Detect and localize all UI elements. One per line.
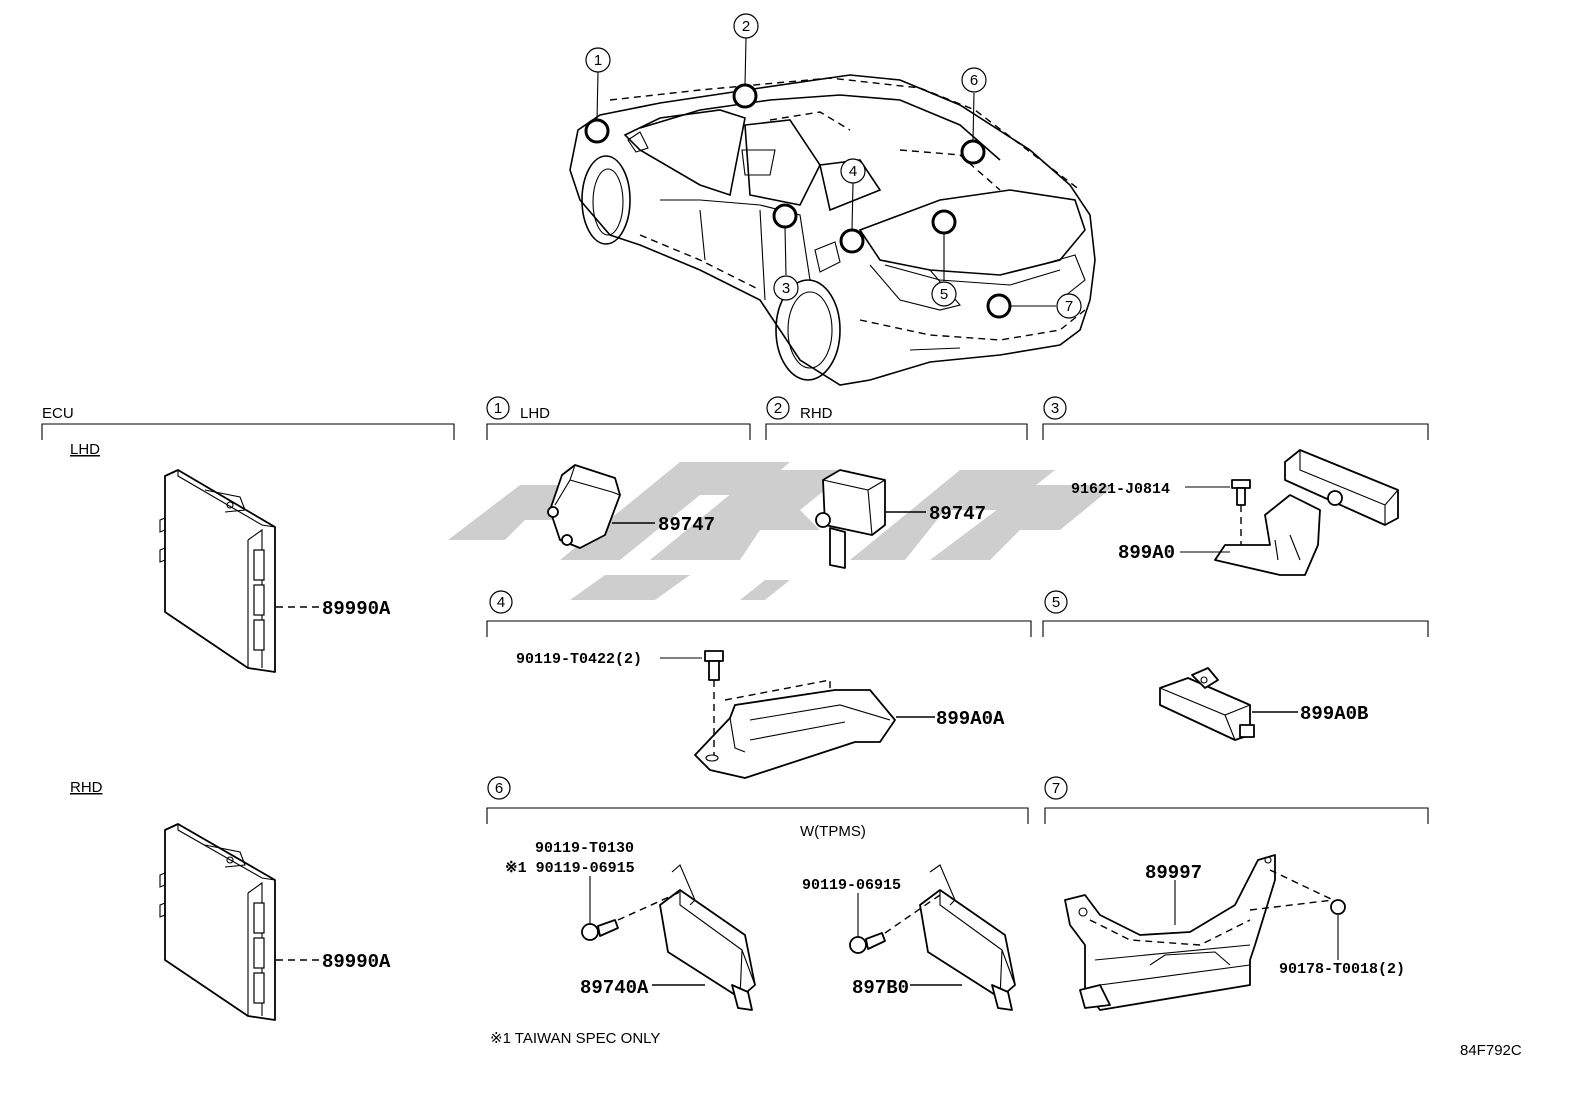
section-5-part — [1159, 667, 1255, 741]
car-callouts: 1 2 3 4 5 6 7 — [584, 13, 1082, 319]
section-6-part-b — [849, 864, 1016, 1011]
section-7-part-number: 89997 — [1145, 862, 1202, 884]
section-2-title: RHD — [800, 405, 833, 422]
section-1-number: 1 — [494, 400, 502, 417]
section-1-part — [547, 464, 621, 549]
car-callout-6: 6 — [970, 72, 978, 89]
section-5-part-number: 899A0B — [1300, 703, 1368, 725]
car-callout-5: 5 — [940, 286, 948, 303]
ecu-lhd-part — [159, 469, 276, 673]
ecu-rhd-label: RHD — [70, 779, 103, 796]
section-4-number: 4 — [497, 594, 505, 611]
section-6-bolt-a-number: 90119-T0130 — [535, 840, 634, 857]
section-6-subtitle: W(TPMS) — [800, 823, 866, 840]
section-3-bracket-number: 899A0 — [1118, 542, 1175, 564]
ecu-rhd-part — [159, 823, 276, 1021]
ecu-lhd-part-number: 89990A — [322, 598, 391, 620]
section-ecu-title: ECU — [42, 405, 74, 422]
car-callout-2: 2 — [742, 18, 750, 35]
section-brackets — [41, 423, 1429, 824]
section-4-part — [694, 650, 896, 779]
section-6-bolt-c-number: 90119-06915 — [802, 877, 901, 894]
watermark-logo — [448, 462, 1115, 600]
car-callout-7: 7 — [1065, 298, 1073, 315]
section-1-part-number: 89747 — [658, 514, 715, 536]
section-6-part-b-number: 897B0 — [852, 977, 909, 999]
section-3-bolt-number: 91621-J0814 — [1071, 481, 1170, 498]
section-2-part — [815, 469, 886, 569]
car-callout-3: 3 — [782, 280, 790, 297]
vehicle-illustration — [569, 74, 1096, 386]
section-6-bolt-b-number: ※1 90119-06915 — [505, 860, 635, 877]
section-7-bolt-number: 90178-T0018(2) — [1279, 961, 1405, 978]
section-3-part — [1214, 449, 1399, 576]
car-callout-1: 1 — [594, 52, 602, 69]
diagram-code: 84F792C — [1460, 1042, 1522, 1059]
section-1-title: LHD — [520, 405, 550, 422]
section-6-number: 6 — [495, 780, 503, 797]
ecu-lhd-label: LHD — [70, 441, 100, 458]
section-5-number: 5 — [1052, 594, 1060, 611]
section-2-number: 2 — [774, 400, 782, 417]
section-7-number: 7 — [1052, 780, 1060, 797]
section-7-part — [1064, 854, 1346, 1011]
ecu-rhd-part-number: 89990A — [322, 951, 391, 973]
section-6-part-a-number: 89740A — [580, 977, 649, 999]
section-2-part-number: 89747 — [929, 503, 986, 525]
section-6-part-a — [581, 864, 756, 1011]
footnote: ※1 TAIWAN SPEC ONLY — [490, 1030, 660, 1047]
car-callout-4: 4 — [849, 163, 857, 180]
section-4-bolt-number: 90119-T0422(2) — [516, 651, 642, 668]
section-3-number: 3 — [1051, 400, 1059, 417]
section-4-part-number: 899A0A — [936, 708, 1005, 730]
